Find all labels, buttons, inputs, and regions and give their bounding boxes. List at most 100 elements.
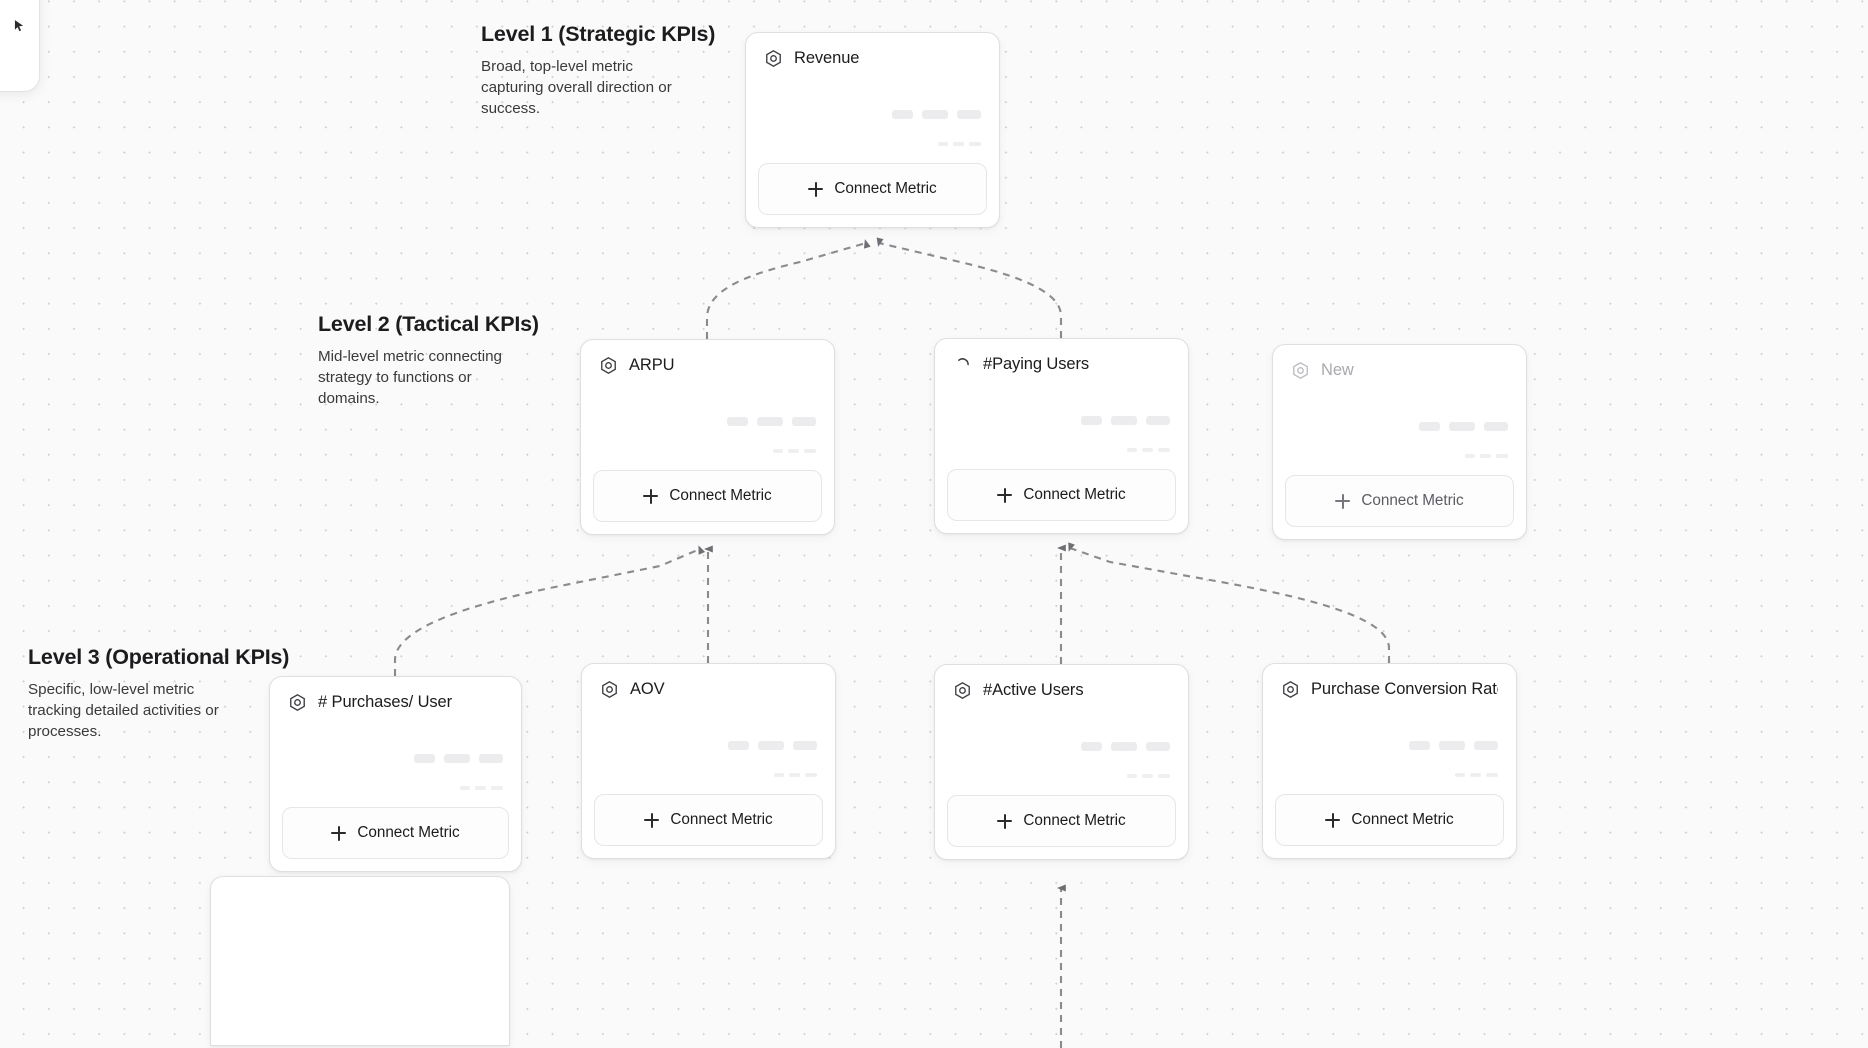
metric-card-arpu[interactable]: ARPU Connect Metric (580, 339, 835, 535)
skeleton-row-primary (1081, 415, 1170, 425)
skeleton-bar (789, 773, 800, 778)
metric-card-purchases-per-user[interactable]: # Purchases/ User Connect Metric (269, 676, 522, 872)
card-header: #Active Users (935, 665, 1188, 700)
skeleton-row-primary (727, 416, 816, 426)
metric-card-clipped-bottom-left[interactable] (210, 876, 510, 1046)
connect-metric-button[interactable]: Connect Metric (1285, 475, 1514, 527)
skeleton-bar (1158, 448, 1170, 453)
skeleton-bar (788, 449, 799, 454)
skeleton-row-secondary (773, 449, 816, 454)
connect-metric-label: Connect Metric (357, 824, 460, 841)
skeleton-bar (1409, 740, 1430, 750)
connect-metric-label: Connect Metric (834, 180, 937, 197)
metric-card-aov[interactable]: AOV Connect Metric (581, 663, 836, 859)
connect-metric-button[interactable]: Connect Metric (947, 795, 1176, 847)
plus-icon (997, 487, 1013, 503)
skeleton-bar (1419, 421, 1440, 431)
skeleton-bar (774, 773, 784, 778)
skeleton-bar (444, 753, 470, 763)
edge-paying-users-revenue (876, 237, 1063, 338)
skeleton-bar (1470, 773, 1481, 778)
edge-conversion-paying-users (1068, 542, 1391, 663)
skeleton-bar (1439, 740, 1465, 750)
skeleton-row-primary (1409, 740, 1498, 750)
hexagon-metric-icon (601, 357, 616, 374)
plus-icon (643, 488, 659, 504)
card-title: AOV (630, 680, 665, 698)
skeleton-row-secondary (1465, 454, 1508, 459)
skeleton-bar (479, 753, 503, 763)
connect-metric-label: Connect Metric (669, 487, 772, 504)
connect-metric-button[interactable]: Connect Metric (758, 163, 987, 215)
connect-metric-button[interactable]: Connect Metric (594, 794, 823, 846)
connect-metric-button[interactable]: Connect Metric (947, 469, 1176, 521)
card-metric-placeholder-body (935, 700, 1188, 795)
skeleton-bar (804, 449, 816, 454)
metric-card-revenue[interactable]: Revenue Connect Metric (745, 32, 1000, 228)
card-header: New (1273, 345, 1526, 380)
hexagon-metric-icon (1293, 362, 1308, 379)
skeleton-row-primary (728, 740, 817, 750)
skeleton-row-secondary (938, 142, 981, 147)
plus-icon (1335, 493, 1351, 509)
plus-icon (808, 181, 824, 197)
skeleton-bar (1127, 774, 1137, 779)
cursor-icon (14, 20, 24, 32)
skeleton-bar (1465, 454, 1475, 459)
skeleton-row-primary (414, 753, 503, 763)
connect-metric-button[interactable]: Connect Metric (282, 807, 509, 859)
skeleton-bar (1146, 415, 1170, 425)
skeleton-row-secondary (1127, 448, 1170, 453)
level-1-label-block: Level 1 (Strategic KPIs) Broad, top-leve… (481, 22, 716, 120)
card-title: # Purchases/ User (318, 693, 453, 711)
skeleton-bar (922, 109, 948, 119)
level-3-label-block: Level 3 (Operational KPIs) Specific, low… (28, 645, 290, 743)
card-header: #Paying Users (935, 339, 1188, 374)
hexagon-metric-icon (1283, 681, 1298, 698)
skeleton-bar (1142, 774, 1153, 779)
plus-icon (644, 812, 660, 828)
skeleton-bar (892, 109, 913, 119)
metric-card-purchase-conversion-rate[interactable]: Purchase Conversion Rate Connect Metric (1262, 663, 1517, 859)
loading-spinner-icon (958, 358, 969, 366)
skeleton-bar (957, 109, 981, 119)
connect-metric-label: Connect Metric (1023, 812, 1126, 829)
skeleton-row-secondary (1455, 773, 1498, 778)
metric-card-new[interactable]: New Connect Metric (1272, 344, 1527, 540)
skeleton-bar (1111, 741, 1137, 751)
card-header: Revenue (746, 33, 999, 68)
skeleton-bar (1158, 774, 1170, 779)
skeleton-bar (792, 416, 816, 426)
hexagon-metric-icon (955, 682, 970, 699)
skeleton-bar (475, 786, 486, 791)
connect-metric-button[interactable]: Connect Metric (1275, 794, 1504, 846)
skeleton-row-secondary (774, 773, 817, 778)
skeleton-bar (1081, 415, 1102, 425)
hexagon-metric-icon (290, 694, 305, 711)
card-metric-placeholder-body (211, 893, 509, 1045)
connect-metric-label: Connect Metric (1023, 486, 1126, 503)
level-2-title: Level 2 (Tactical KPIs) (318, 312, 539, 336)
connect-metric-label: Connect Metric (1351, 811, 1454, 828)
card-header: Purchase Conversion Rate (1263, 664, 1516, 699)
card-title: Purchase Conversion Rate (1311, 680, 1498, 698)
skeleton-bar (1496, 454, 1508, 459)
level-1-title: Level 1 (Strategic KPIs) (481, 22, 716, 46)
hexagon-metric-icon (602, 681, 617, 698)
metric-card-active-users[interactable]: #Active Users Connect Metric (934, 664, 1189, 860)
level-3-title: Level 3 (Operational KPIs) (28, 645, 290, 669)
connect-metric-label: Connect Metric (1361, 492, 1464, 509)
skeleton-bar (1146, 741, 1170, 751)
connect-metric-button[interactable]: Connect Metric (593, 470, 822, 522)
connect-metric-label: Connect Metric (670, 811, 773, 828)
skeleton-bar (1142, 448, 1153, 453)
card-header: ARPU (581, 340, 834, 375)
skeleton-bar (1480, 454, 1491, 459)
metric-card-paying-users[interactable]: #Paying Users Connect Metric (934, 338, 1189, 534)
side-panel[interactable] (0, 0, 40, 92)
card-title: Revenue (794, 49, 860, 67)
skeleton-bar (953, 142, 964, 147)
card-header: # Purchases/ User (270, 677, 521, 712)
skeleton-bar (491, 786, 503, 791)
